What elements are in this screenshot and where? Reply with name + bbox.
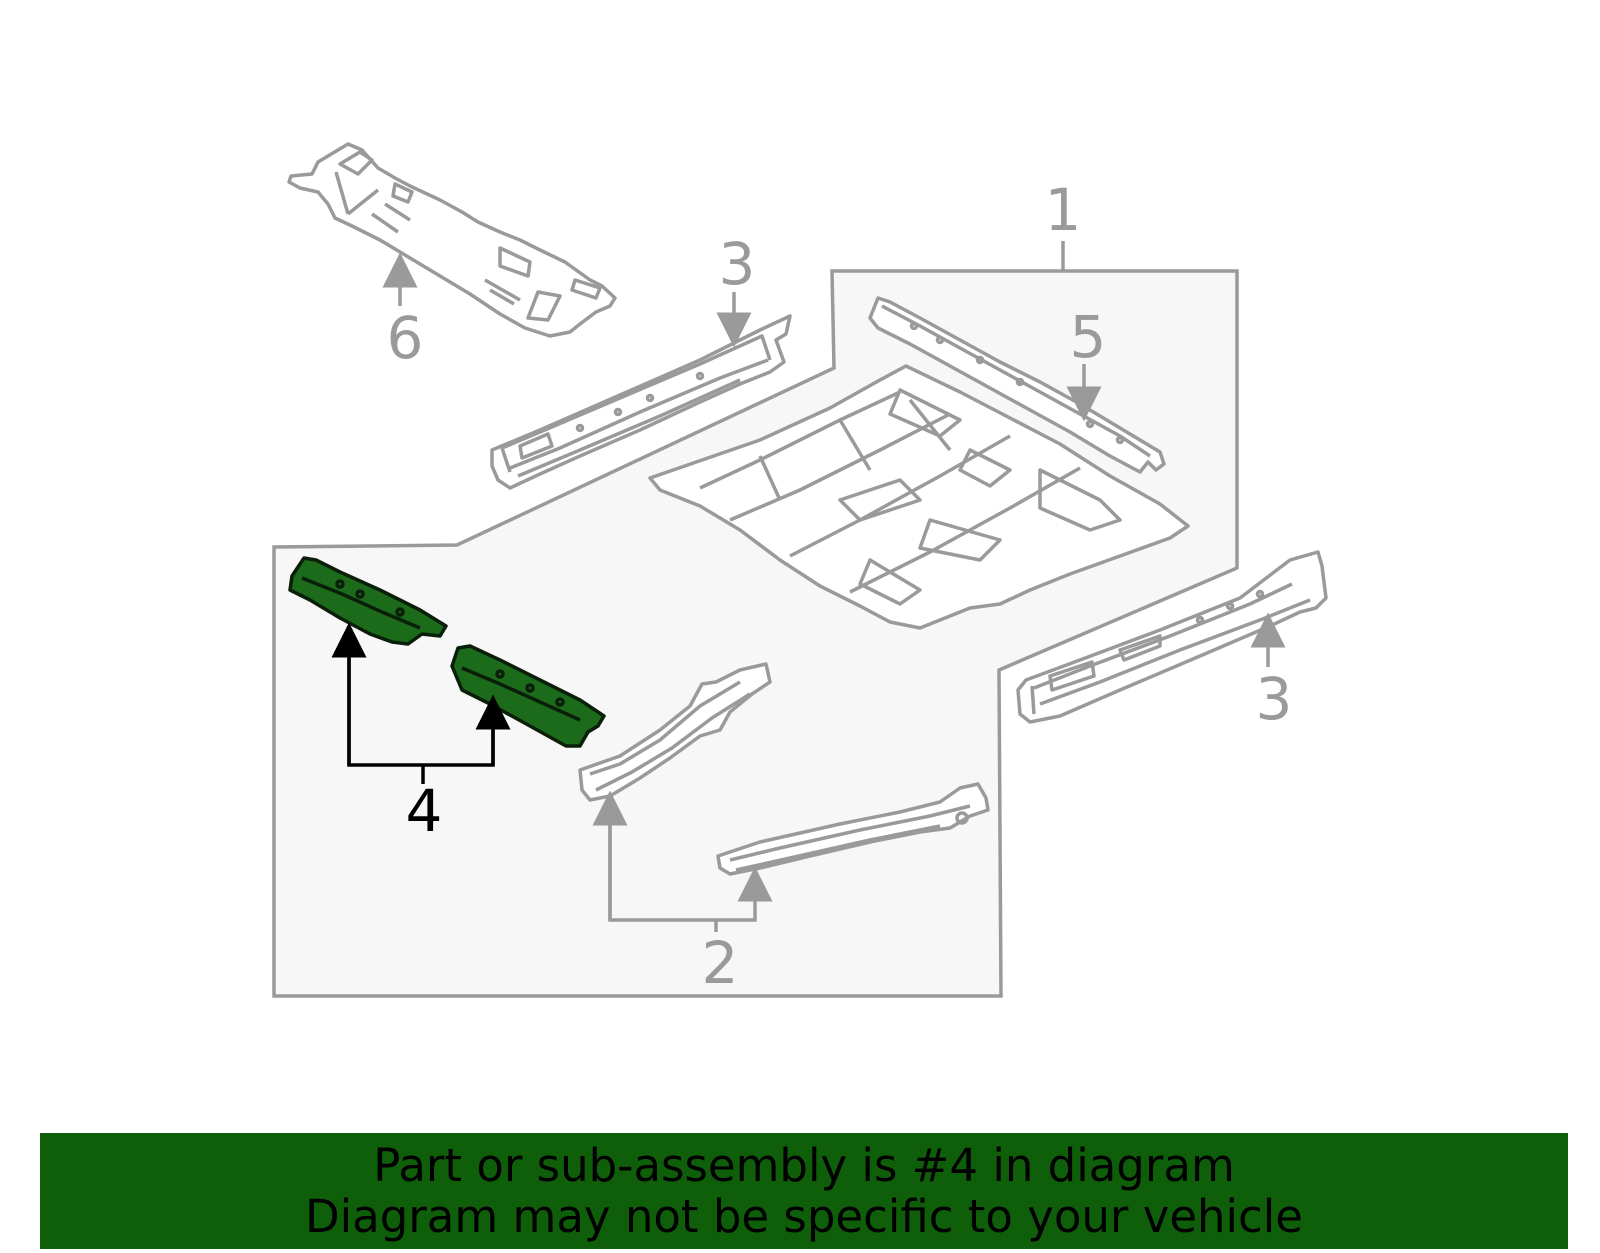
part-3-upper-rocker[interactable]	[490, 314, 792, 490]
callout-5: 5	[1070, 303, 1107, 371]
part-4-cross-member-a[interactable]	[288, 556, 448, 646]
callout-3-upper: 3	[719, 230, 756, 298]
part-5-cross-rail[interactable]	[868, 296, 1166, 474]
callout-2: 2	[702, 929, 739, 997]
callout-6: 6	[387, 304, 424, 372]
leader-lines	[382, 241, 1286, 932]
callout-4: 4	[406, 777, 443, 845]
info-banner: Part or sub-assembly is #4 in diagram Di…	[40, 1133, 1568, 1249]
callout-3-lower: 3	[1256, 665, 1293, 733]
floor-pan[interactable]	[648, 364, 1190, 630]
part-6-cross-member[interactable]	[287, 142, 617, 338]
banner-line-1: Part or sub-assembly is #4 in diagram	[373, 1139, 1235, 1192]
leader-4	[331, 622, 511, 784]
callout-1: 1	[1045, 176, 1082, 244]
banner-line-2: Diagram may not be specific to your vehi…	[305, 1190, 1303, 1243]
